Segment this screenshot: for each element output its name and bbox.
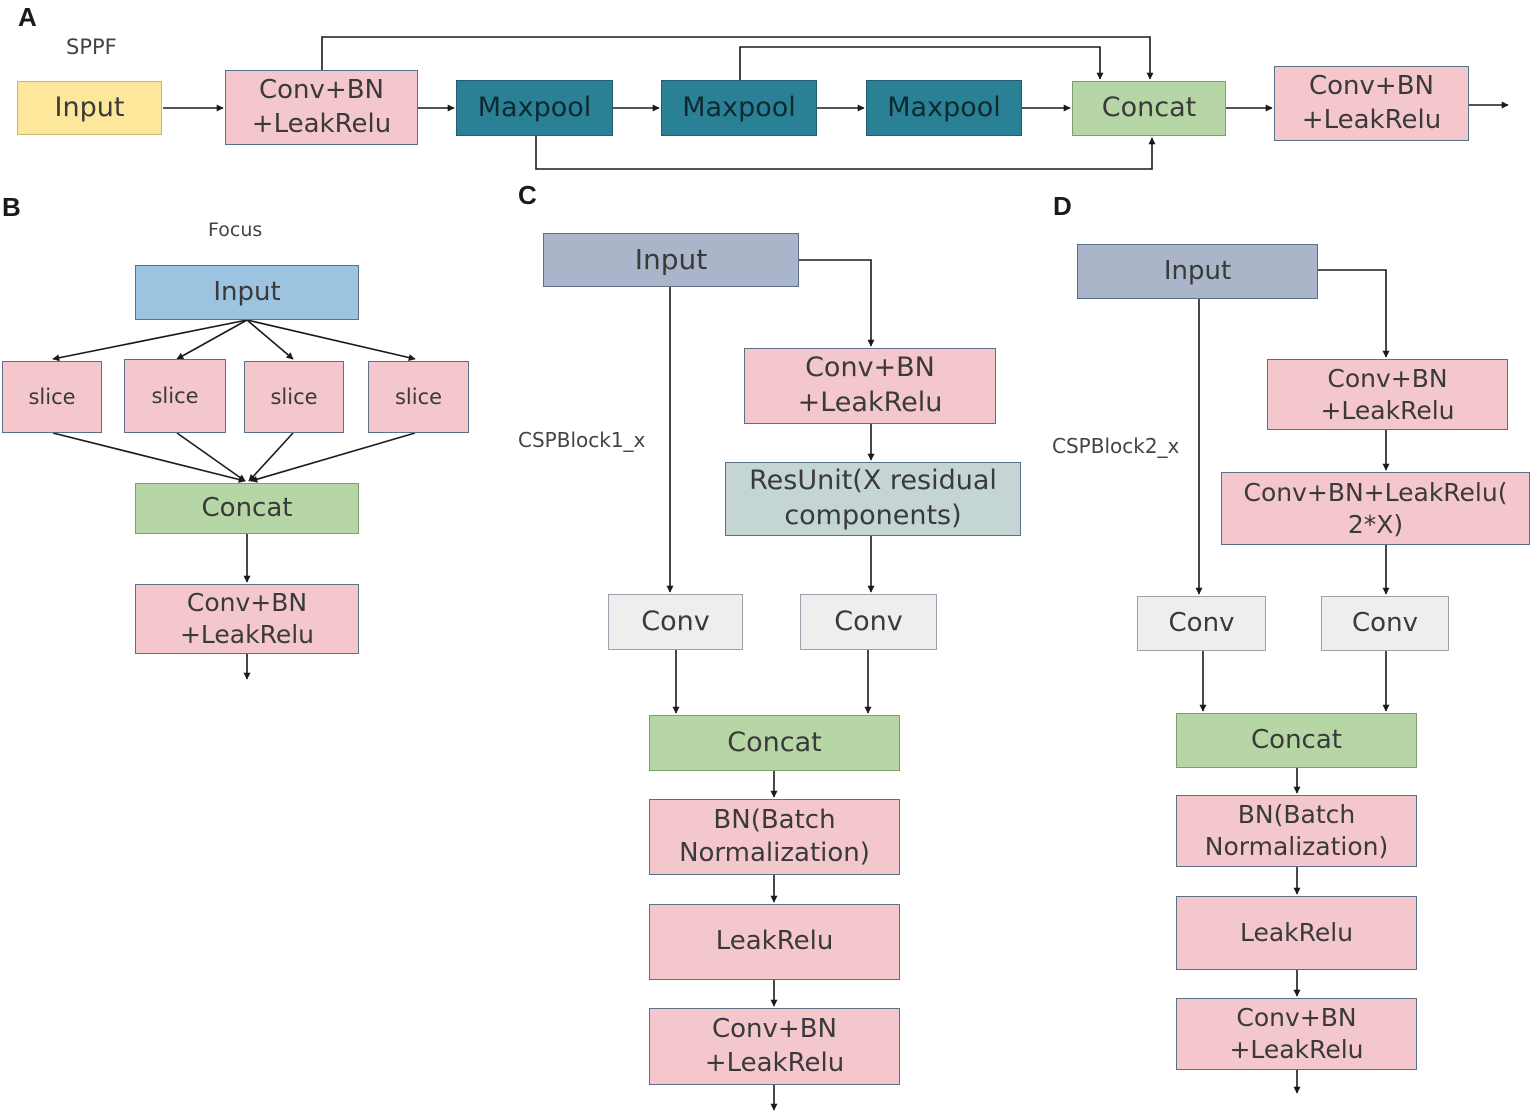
csp1-leakrelu-label: LeakRelu xyxy=(715,926,834,957)
csp2-conv-left-label: Conv xyxy=(1168,607,1235,638)
csp1-concat-box: Concat xyxy=(649,715,900,771)
cspblock2-label: CSPBlock2_x xyxy=(1052,434,1180,458)
csp1-input-label: Input xyxy=(634,243,708,277)
arrow-slice1-to-concat xyxy=(52,432,246,483)
csp2-leakrelu-label: LeakRelu xyxy=(1239,918,1354,947)
arrow-slice2-to-concat xyxy=(176,432,246,482)
csp2-concat-label: Concat xyxy=(1251,724,1342,755)
csp2-bn-line1: BN(Batch xyxy=(1237,800,1356,829)
arrow-slice4-to-concat xyxy=(250,432,416,483)
csp1-resunit-line1: ResUnit(X residual xyxy=(749,465,997,497)
panel-c-letter: C xyxy=(518,180,537,210)
skip-conv-to-concat xyxy=(321,36,1154,80)
csp1-convbn-box: Conv+BN+LeakRelu xyxy=(744,348,996,424)
arrow-input-to-slice3 xyxy=(246,319,294,360)
csp2-conv-out-box: Conv+BN +LeakRelu xyxy=(1176,998,1417,1070)
csp2-convbn-line2: +LeakRelu xyxy=(1320,395,1455,425)
csp2-conv-right-box: Conv xyxy=(1321,596,1449,651)
csp1-conv-out-box: Conv+BN+LeakRelu xyxy=(649,1008,900,1085)
focus-input-box: Input xyxy=(135,265,359,320)
arrow-input-to-convbn-c xyxy=(799,259,875,347)
csp2-conv-left-box: Conv xyxy=(1137,596,1266,651)
focus-slice-3-label: slice xyxy=(270,384,318,409)
csp1-convbn-line1: Conv+BN xyxy=(805,352,935,384)
focus-slice-1-label: slice xyxy=(28,384,76,409)
csp2-conv-right-label: Conv xyxy=(1352,607,1418,638)
sppf-input-box: Input xyxy=(17,81,162,135)
panel-d-letter: D xyxy=(1053,191,1072,221)
sppf-conv2-line1: Conv+BN xyxy=(1309,71,1434,102)
csp1-resunit-line2: components) xyxy=(784,500,962,531)
panel-b-letter: B xyxy=(2,192,21,222)
sppf-title: SPPF xyxy=(66,35,117,59)
panel-a-letter: A xyxy=(18,2,37,32)
focus-concat-label: Concat xyxy=(201,492,293,523)
csp2-concat-box: Concat xyxy=(1176,713,1417,768)
arrow-input-to-convbn-d xyxy=(1318,269,1390,358)
sppf-conv2-box: Conv+BN+LeakRelu xyxy=(1274,66,1469,141)
sppf-maxpool1-label: Maxpool xyxy=(477,91,592,123)
csp2-convbn2-box: Conv+BN+LeakRelu(2*X) xyxy=(1221,472,1530,545)
csp2-convbn-line1: Conv+BN xyxy=(1327,363,1448,393)
csp1-input-box: Input xyxy=(543,233,799,287)
csp1-bn-line1: BN(Batch xyxy=(713,804,836,835)
focus-conv-box: Conv+BN +LeakRelu xyxy=(135,584,359,654)
csp2-conv-out-line1: Conv+BN xyxy=(1236,1003,1357,1032)
sppf-input-label: Input xyxy=(54,91,125,123)
sppf-conv2-line2: +LeakRelu xyxy=(1301,104,1442,135)
csp1-conv-left-label: Conv xyxy=(641,605,710,637)
csp1-conv-left-box: Conv xyxy=(608,594,743,650)
sppf-maxpool3-label: Maxpool xyxy=(887,91,1001,123)
csp2-input-box: Input xyxy=(1077,244,1318,299)
csp2-convbn2-line1: Conv+BN+LeakRelu( xyxy=(1243,477,1508,507)
csp1-conv-right-label: Conv xyxy=(834,605,903,637)
connector-arrows xyxy=(52,36,1509,1111)
arrow-input-to-slice4 xyxy=(246,319,416,361)
csp2-bn-line2: Normalization) xyxy=(1204,832,1389,861)
focus-slice-2: slice xyxy=(124,359,226,433)
arrow-slice3-to-concat xyxy=(248,432,294,482)
csp2-conv-out-line2: +LeakRelu xyxy=(1229,1035,1364,1064)
sppf-conv1-line2: +LeakRelu xyxy=(251,108,392,139)
csp1-bn-line2: Normalization) xyxy=(679,838,870,868)
sppf-concat-label: Concat xyxy=(1101,92,1197,124)
csp2-convbn2-line2: 2*X) xyxy=(1347,509,1404,539)
focus-conv-line1: Conv+BN xyxy=(186,588,308,617)
focus-slice-2-label: slice xyxy=(151,383,199,408)
focus-slice-1: slice xyxy=(2,361,102,433)
csp2-input-label: Input xyxy=(1163,255,1232,286)
sppf-maxpool2-label: Maxpool xyxy=(682,91,796,123)
sppf-maxpool1-box: Maxpool xyxy=(456,80,613,136)
csp2-convbn-box: Conv+BN+LeakRelu xyxy=(1267,359,1508,430)
focus-conv-line2: +LeakRelu xyxy=(179,620,315,649)
focus-slice-4: slice xyxy=(368,361,469,433)
csp1-leakrelu-box: LeakRelu xyxy=(649,904,900,980)
sppf-maxpool3-box: Maxpool xyxy=(866,80,1022,136)
csp1-conv-right-box: Conv xyxy=(800,594,937,650)
focus-slice-4-label: slice xyxy=(394,384,443,409)
cspblock1-label: CSPBlock1_x xyxy=(518,428,646,452)
focus-slice-3: slice xyxy=(244,361,344,433)
skip-maxpool1-to-concat xyxy=(535,136,1156,170)
focus-title: Focus xyxy=(208,219,263,241)
sppf-conv1-box: Conv+BN+LeakRelu xyxy=(225,70,418,145)
sppf-conv1-line1: Conv+BN xyxy=(259,75,384,106)
csp1-concat-label: Concat xyxy=(727,726,822,758)
csp1-convbn-line2: +LeakRelu xyxy=(797,387,943,418)
arrow-input-to-slice2 xyxy=(176,319,248,360)
sppf-maxpool2-box: Maxpool xyxy=(661,80,817,136)
csp2-leakrelu-box: LeakRelu xyxy=(1176,896,1417,970)
sppf-concat-box: Concat xyxy=(1072,81,1226,136)
focus-input-label: Input xyxy=(213,276,281,307)
skip-maxpool2-to-concat xyxy=(739,46,1104,80)
focus-concat-box: Concat xyxy=(135,483,359,534)
csp1-conv-out-line2: +LeakRelu xyxy=(704,1047,845,1078)
csp1-conv-out-line1: Conv+BN xyxy=(712,1014,837,1045)
arrow-input-to-slice1 xyxy=(52,319,248,362)
